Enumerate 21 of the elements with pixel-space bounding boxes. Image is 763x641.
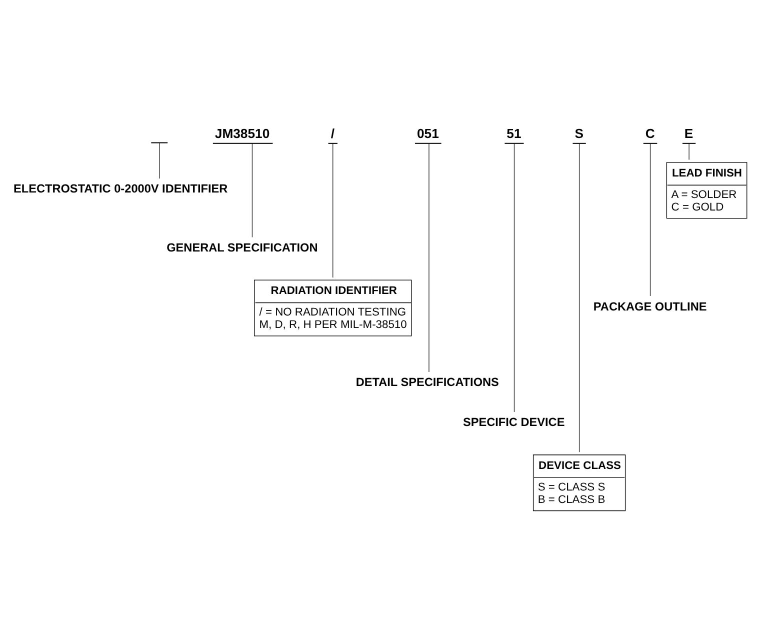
node-text: / (330, 126, 335, 142)
connector (578, 143, 580, 452)
node-text: PACKAGE OUTLINE (593, 299, 707, 314)
connector (428, 143, 430, 372)
node-text: E (684, 126, 694, 142)
node-text: JM38510 (214, 126, 270, 142)
connector (159, 142, 160, 179)
node-text: C (645, 126, 655, 142)
node-text: ELECTROSTATIC 0-2000V IDENTIFIER (14, 182, 228, 196)
connector (252, 143, 253, 238)
node-text: 51 (506, 126, 522, 142)
node-text: GENERAL SPECIFICATION (166, 240, 318, 254)
node-text: DETAIL SPECIFICATIONS (356, 375, 499, 390)
node-text: 051 (416, 126, 439, 142)
connector (514, 143, 515, 412)
node-bar (150, 142, 168, 144)
node-text: SPECIFIC DEVICE (462, 415, 565, 430)
connector (332, 143, 334, 278)
node-text: S (574, 126, 584, 142)
connector (688, 143, 690, 160)
connector (650, 143, 651, 296)
